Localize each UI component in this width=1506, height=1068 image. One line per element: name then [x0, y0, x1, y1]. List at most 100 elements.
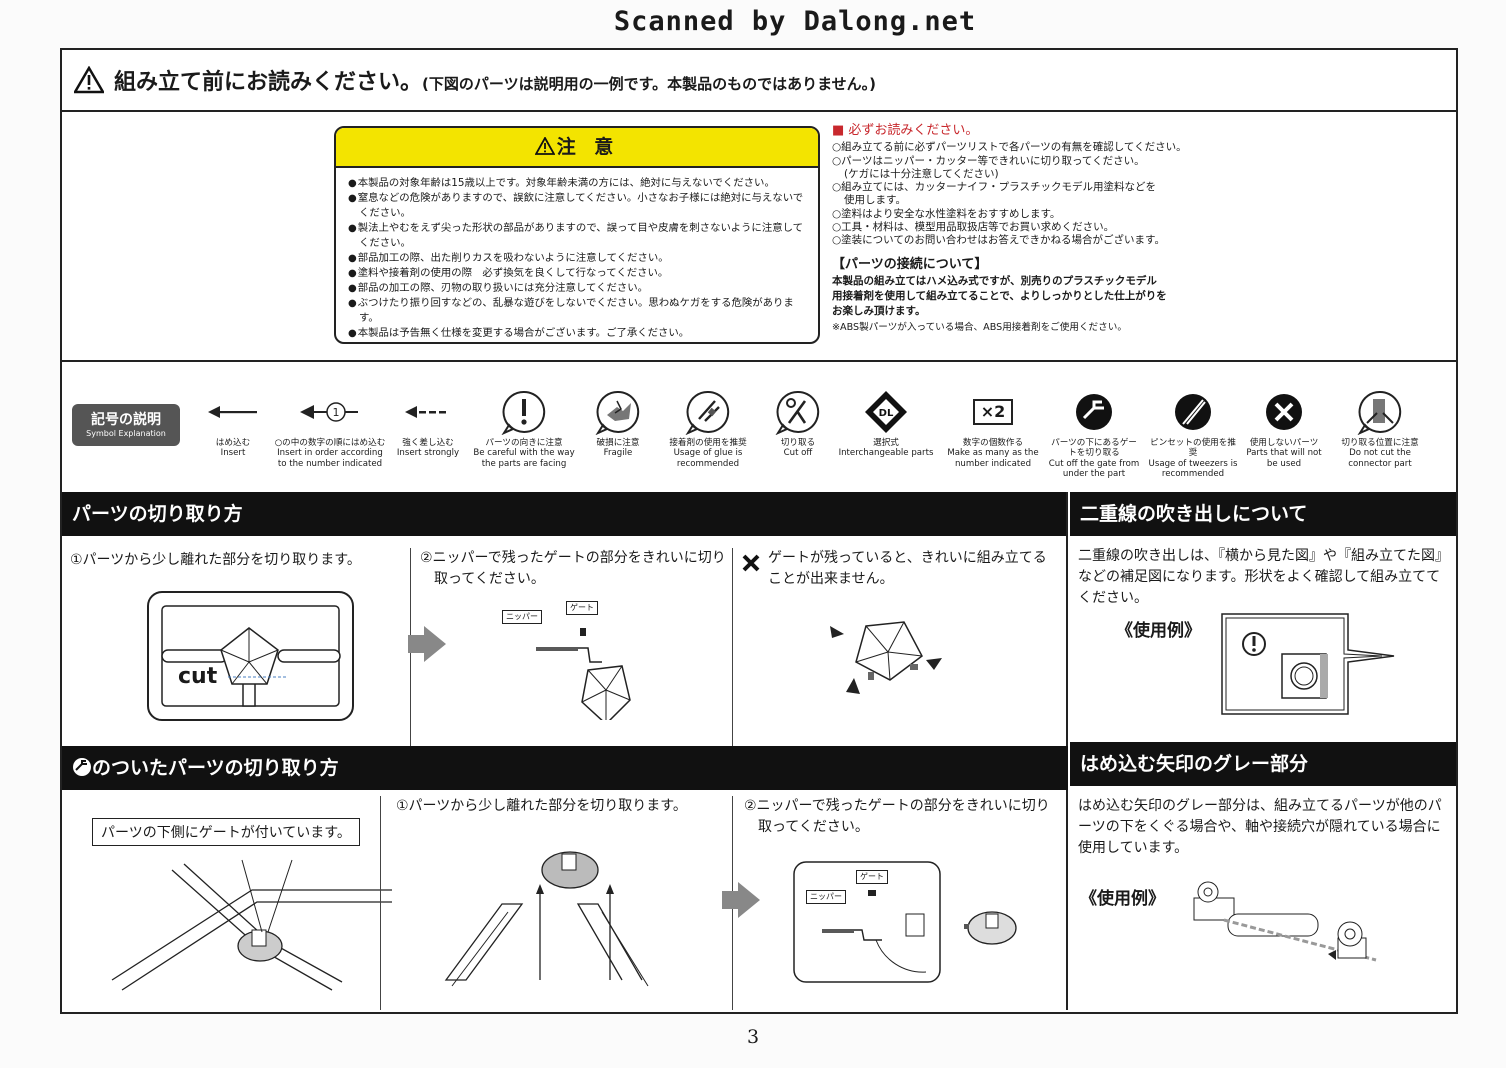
svg-text:1: 1	[333, 406, 340, 419]
numbered-arrow-icon: 1	[300, 402, 358, 422]
scan-watermark: Scanned by Dalong.net	[613, 6, 977, 37]
section-under-gate-header: のついたパーツの切り取り方	[62, 746, 1068, 790]
symbol-label-jp: 破損に注意	[596, 438, 640, 448]
gate-label: ゲート	[566, 601, 598, 615]
must-read-item: (ケガには十分注意してください)	[844, 167, 999, 180]
double-callout-diagram	[1221, 613, 1395, 715]
symbol-label-en: Interchangeable parts	[838, 448, 934, 459]
cut-step-1: ①パーツから少し離れた部分を切り取ります。	[70, 552, 361, 568]
gray-arrow-example-label: 《使用例》	[1080, 889, 1165, 909]
cross-mark-icon	[742, 554, 760, 572]
cut-label: cut	[178, 664, 218, 689]
must-read-item: 塗料はより安全な水性塗料をおすすめします。	[832, 208, 1222, 221]
caution-item: 塗料や接着剤の使用の際 必ず換気を良くして行なってください。	[348, 266, 808, 281]
interchangeable-icon: DL	[865, 391, 907, 433]
caution-box: 注 意 本製品の対象年齢は15歳以上です。対象年齢未満の方には、絶対に与えないで…	[334, 126, 820, 344]
caution-item: 部品加工の際、出た削りカスを吸わないように注意してください。	[348, 251, 808, 266]
instruction-sheet: 組み立て前にお読みください。(下図のパーツは説明用の一例です。本製品のものではあ…	[60, 48, 1458, 1014]
section-double-callout-header: 二重線の吹き出しについて	[1070, 492, 1456, 536]
nipper-label: ニッパー	[806, 890, 846, 904]
cut-off-icon	[775, 390, 820, 435]
symbol-label-jp: ピンセットの使用を推奨	[1150, 438, 1236, 459]
symbol-label-en: Cut off	[783, 448, 813, 459]
step-arrow-icon	[722, 882, 760, 918]
symbol-label-en: Make as many as the number indicated	[947, 448, 1039, 469]
nipper-label: ニッパー	[502, 610, 542, 624]
step-arrow-icon	[408, 626, 446, 662]
symbol-label-jp: 使用しないパーツ	[1249, 438, 1319, 448]
page-number: 3	[746, 1026, 760, 1048]
symbol-badge: 記号の説明 Symbol Explanation	[72, 404, 180, 446]
fragile-icon	[595, 390, 640, 435]
under-gate-part-icon	[964, 911, 1017, 945]
caution-title: 注 意	[556, 136, 620, 158]
dashed-arrow-icon	[405, 406, 446, 418]
unused-part-icon	[1266, 394, 1302, 430]
symbol-label-en: Usage of tweezers is recommended	[1148, 458, 1238, 480]
symbol-label-en: Fragile	[603, 448, 633, 459]
arrow-left-icon	[208, 406, 257, 418]
title-bar: 組み立て前にお読みください。(下図のパーツは説明用の一例です。本製品のものではあ…	[62, 50, 1456, 110]
must-read-item: 工具・材料は、模型用品取扱店等でお買い求めください。	[832, 221, 1222, 234]
section-title: のついたパーツの切り取り方	[92, 757, 339, 779]
caution-item: 製法上やむをえず尖った形状の部品がありますので、誤って目や皮膚を刺さないように注…	[348, 221, 808, 251]
symbol-label-en: Cut off the gate from under the part	[1048, 458, 1140, 480]
section-title: 二重線の吹き出しについて	[1080, 503, 1308, 525]
section-title: パーツの切り取り方	[72, 503, 243, 525]
must-read-item: パーツはニッパー・カッター等できれいに切り取ってください。	[832, 155, 1222, 168]
must-read-item: 組み立てには、カッターナイフ・プラスチックモデル用塗料などを	[832, 181, 1222, 194]
symbol-label-jp: ○の中の数字の順にはめ込む	[274, 438, 386, 448]
symbol-label-en: Do not cut the connector part	[1348, 448, 1412, 469]
under-gate-step-2: ②ニッパーで残ったゲートの部分をきれいに切り取ってください。	[744, 798, 1050, 835]
symbol-label-en: Be careful with the way the parts are fa…	[473, 448, 575, 469]
must-read-panel: 必ずお読みください。 組み立てる前に必ずパーツリストで各パーツの有無を確認してく…	[832, 124, 1222, 334]
section-cutting-header: パーツの切り取り方	[62, 492, 1068, 536]
symbol-label-jp: はめ込む	[215, 438, 251, 448]
under-gate-icon	[1076, 394, 1112, 430]
page-title: 組み立て前にお読みください。(下図のパーツは説明用の一例です。本製品のものではあ…	[114, 64, 876, 96]
symbol-label-jp: 強く差し込む	[402, 438, 454, 448]
connection-line: お楽しみ頂けます。	[832, 304, 926, 317]
caution-list: 本製品の対象年齢は15歳以上です。対象年齢未満の方には、絶対に与えないでください…	[336, 176, 818, 341]
caution-header: 注 意	[336, 128, 818, 168]
symbol-label-jp: 切り取る	[780, 438, 816, 448]
caution-item: 本製品は予告無く仕様を変更する場合がございます。ご了承ください。	[348, 326, 808, 341]
must-read-item: 使用します。	[844, 194, 906, 207]
must-read-item: 塗装についてのお問い合わせはお答えできかねる場合がございます。	[832, 234, 1222, 247]
symbol-label-en: Insert	[220, 448, 246, 459]
must-read-heading: 必ずお読みください。	[832, 124, 1222, 138]
double-callout-text: 二重線の吹き出しは、『横から見た図』や『組み立てた図』などの補足図になります。形…	[1078, 548, 1442, 606]
symbol-badge-jp: 記号の説明	[91, 412, 161, 428]
symbol-label-jp: パーツの下にあるゲートを切り取る	[1051, 438, 1137, 459]
abs-note: ※ABS製パーツが入っている場合、ABS用接着剤をご使用ください。	[832, 321, 1127, 333]
connection-heading: 【パーツの接続について】	[832, 256, 988, 272]
under-gate-cut-diagram	[444, 851, 649, 987]
section-title: はめ込む矢印のグレー部分	[1080, 753, 1309, 775]
section-gray-arrow-header: はめ込む矢印のグレー部分	[1070, 742, 1456, 786]
under-gate-note: パーツの下側にゲートが付いています。	[92, 818, 360, 846]
symbol-label-en: Insert strongly	[396, 448, 460, 459]
connection-line: 本製品の組み立てはハメ込み式ですが、別売りのプラスチックモデル	[832, 274, 1157, 287]
must-read-item: 組み立てる前に必ずパーツリストで各パーツの有無を確認してください。	[832, 141, 1222, 154]
symbol-label-jp: パーツの向きに注意	[485, 438, 563, 448]
under-gate-step-1: ①パーツから少し離れた部分を切り取ります。	[396, 798, 687, 814]
gray-arrow-diagram	[1193, 881, 1377, 962]
symbol-label-en: Parts that will not be used	[1246, 448, 1322, 469]
leftover-gate-diagram	[830, 621, 942, 694]
exclamation-icon	[501, 390, 546, 435]
cut-step-2: ②ニッパーで残ったゲートの部分をきれいに切り取ってください。	[420, 550, 726, 587]
caution-item: 部品の加工の際、刃物の取り扱いには充分注意してください。	[348, 281, 808, 296]
caution-item: 本製品の対象年齢は15歳以上です。対象年齢未満の方には、絶対に与えないでください…	[348, 176, 808, 191]
symbol-label-jp: 選択式	[873, 438, 899, 448]
connection-line: 用接着剤を使用して組み立てることで、よりしっかりとした仕上がりを	[832, 289, 1167, 302]
gray-arrow-text: はめ込む矢印のグレー部分は、組み立てるパーツが他のパーツの下をくぐる場合や、軸や…	[1078, 798, 1442, 856]
title-sub: (下図のパーツは説明用の一例です。本製品のものではありません。)	[422, 75, 876, 93]
